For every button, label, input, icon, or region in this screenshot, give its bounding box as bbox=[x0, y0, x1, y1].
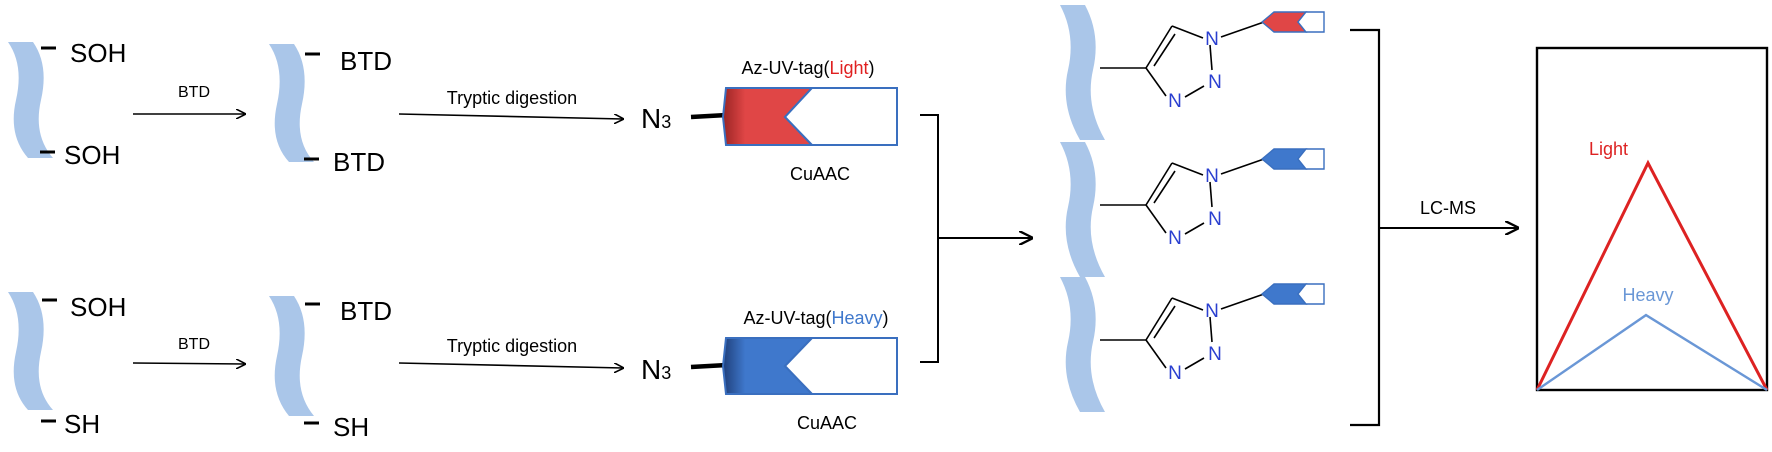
tag-isotope-heavy: Heavy bbox=[832, 308, 883, 328]
peak-heavy bbox=[1536, 313, 1768, 392]
azide-subscript: 3 bbox=[661, 363, 671, 383]
triazole-product: N N N bbox=[1060, 142, 1325, 277]
reaction-arrow bbox=[398, 113, 623, 119]
nitrogen-atom: N bbox=[1205, 166, 1219, 187]
peak-label-light: Light bbox=[1589, 139, 1628, 159]
residue-label: SH bbox=[64, 409, 100, 439]
step-label: Tryptic digestion bbox=[447, 336, 577, 356]
peak-label-heavy: Heavy bbox=[1622, 285, 1673, 305]
top-row: SOH SOH BTD BTD BTD Tryptic digestion N3… bbox=[8, 38, 898, 184]
azide-bond bbox=[690, 362, 728, 370]
residue-label: SH bbox=[333, 412, 369, 442]
reaction-label: CuAAC bbox=[797, 413, 857, 433]
peptide-strand bbox=[1060, 5, 1105, 140]
triazole-ring bbox=[1145, 21, 1265, 98]
nitrogen-atom: N bbox=[1205, 29, 1219, 50]
lcms-bracket: LC-MS bbox=[1350, 28, 1518, 427]
azide-bond bbox=[690, 112, 728, 120]
nitrogen-atom: N bbox=[1208, 209, 1222, 230]
azide-symbol: N bbox=[641, 103, 661, 134]
spectrum-frame bbox=[1535, 46, 1769, 392]
azide-symbol: N bbox=[641, 354, 661, 385]
tag-title: Az-UV-tag(Heavy) bbox=[743, 308, 888, 328]
peptide-strand bbox=[1060, 277, 1105, 412]
residue-label: BTD bbox=[333, 147, 385, 177]
reaction-arrow bbox=[132, 363, 245, 364]
tag-title: Az-UV-tag(Light) bbox=[741, 58, 874, 78]
peptide-strand bbox=[8, 292, 53, 410]
analysis-label: LC-MS bbox=[1420, 198, 1476, 218]
tag-prefix: Az-UV-tag( bbox=[743, 308, 831, 328]
nitrogen-atom: N bbox=[1168, 228, 1182, 249]
peptide-strand bbox=[1060, 142, 1105, 277]
nitrogen-atom: N bbox=[1168, 363, 1182, 384]
tag-prefix: Az-UV-tag( bbox=[741, 58, 829, 78]
peak-light bbox=[1535, 159, 1769, 391]
azide-label: N3 bbox=[641, 354, 671, 385]
nitrogen-atom: N bbox=[1168, 91, 1182, 112]
peptide-strand bbox=[269, 44, 314, 162]
step-label: Tryptic digestion bbox=[447, 88, 577, 108]
bottom-row: SOH SH BTD BTD SH Tryptic digestion N3 A… bbox=[8, 292, 898, 442]
nitrogen-atom: N bbox=[1208, 72, 1222, 93]
mini-tag-tail bbox=[1297, 11, 1325, 33]
residue-label: SOH bbox=[70, 38, 126, 68]
residue-label: BTD bbox=[340, 46, 392, 76]
tag-suffix: ) bbox=[883, 308, 889, 328]
azide-subscript: 3 bbox=[661, 112, 671, 132]
reaction-label: CuAAC bbox=[790, 164, 850, 184]
residue-label: BTD bbox=[340, 296, 392, 326]
triazole-ring bbox=[1145, 293, 1265, 370]
peptide-strand bbox=[8, 42, 53, 158]
reagent-label: BTD bbox=[178, 336, 210, 353]
nitrogen-atom: N bbox=[1208, 344, 1222, 365]
triazole-product: N N N bbox=[1060, 5, 1325, 140]
reaction-arrow bbox=[398, 362, 623, 368]
triazole-ring bbox=[1145, 158, 1265, 235]
residue-label: SOH bbox=[70, 292, 126, 322]
azide-label: N3 bbox=[641, 103, 671, 134]
tag-suffix: ) bbox=[869, 58, 875, 78]
tag-tail bbox=[783, 87, 898, 146]
nitrogen-atom: N bbox=[1205, 301, 1219, 322]
residue-label: SOH bbox=[64, 140, 120, 170]
mini-tag-tail bbox=[1297, 148, 1325, 170]
peptide-strand bbox=[269, 296, 314, 416]
reagent-label: BTD bbox=[178, 84, 210, 101]
merge-bracket bbox=[920, 114, 1032, 363]
triazole-product: N N N bbox=[1060, 277, 1325, 412]
tag-isotope-light: Light bbox=[829, 58, 868, 78]
mini-tag-tail bbox=[1297, 283, 1325, 305]
tag-tail bbox=[783, 337, 898, 395]
